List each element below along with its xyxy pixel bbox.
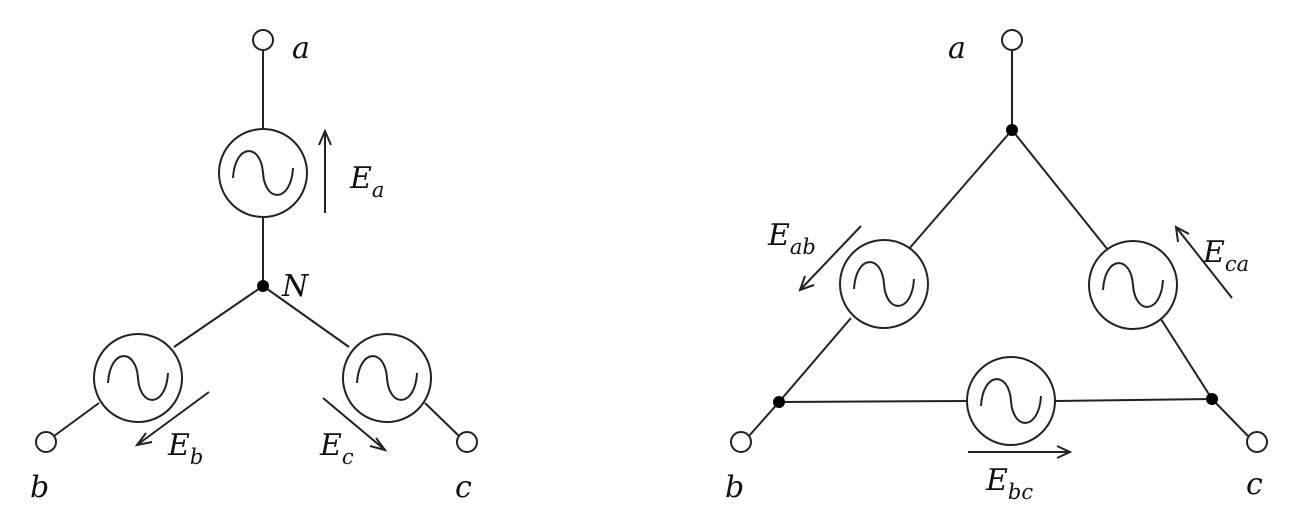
delta-emf-bc-label: Ebc xyxy=(985,463,1033,504)
star-emf-b-label: Eb xyxy=(167,428,203,469)
star-label-c: c xyxy=(455,470,472,505)
delta-arrow-bc xyxy=(968,445,1073,459)
delta-label-a: a xyxy=(948,31,966,66)
delta-terminal-a[interactable] xyxy=(1001,29,1023,51)
star-source-a xyxy=(218,128,308,218)
delta-wire-bc-left xyxy=(778,400,968,403)
star-emf-a-label: Ea xyxy=(349,161,384,202)
star-source-b xyxy=(93,333,183,423)
delta-terminal-b[interactable] xyxy=(730,431,752,453)
delta-wire-ca-lower xyxy=(1158,315,1213,400)
delta-connection: a b c Eab Eca Ebc xyxy=(725,29,1268,505)
delta-label-c: c xyxy=(1246,467,1263,502)
delta-wire-b-lead xyxy=(748,401,780,437)
delta-wire-ca-upper xyxy=(1011,129,1109,251)
star-wire-c-outer xyxy=(424,402,460,437)
star-arrow-c xyxy=(322,397,388,452)
delta-node-top xyxy=(1006,124,1018,136)
delta-label-b: b xyxy=(725,470,744,505)
delta-wire-bc-right xyxy=(1054,398,1213,402)
delta-node-left xyxy=(773,396,785,408)
delta-source-ab xyxy=(839,239,929,329)
star-connection: a N b c Ea Eb Ec xyxy=(30,29,478,505)
delta-arrow-ab xyxy=(798,225,862,292)
star-arrow-a xyxy=(318,128,332,213)
star-neutral-node xyxy=(257,280,269,292)
star-terminal-b[interactable] xyxy=(35,431,57,453)
delta-emf-ca-label: Eca xyxy=(1202,235,1249,276)
delta-terminal-c[interactable] xyxy=(1246,431,1268,453)
star-terminal-a[interactable] xyxy=(252,29,274,51)
star-emf-c-label: Ec xyxy=(319,428,354,469)
star-terminal-c[interactable] xyxy=(456,431,478,453)
star-wire-b-inner xyxy=(173,285,264,348)
star-wire-b-outer xyxy=(53,402,100,437)
delta-wire-ab-lower xyxy=(778,317,852,403)
delta-arrow-ca xyxy=(1174,225,1233,299)
star-label-b: b xyxy=(30,470,49,505)
star-wire-c-inner xyxy=(262,285,350,348)
delta-source-ca xyxy=(1088,240,1178,330)
delta-source-bc xyxy=(966,356,1056,446)
delta-node-right xyxy=(1206,393,1218,405)
delta-emf-ab-label: Eab xyxy=(767,218,816,259)
star-arrow-b xyxy=(134,391,210,447)
delta-wire-ab-upper xyxy=(907,129,1013,251)
star-label-a: a xyxy=(292,31,310,66)
star-source-c xyxy=(342,333,432,423)
star-label-neutral: N xyxy=(281,269,310,304)
delta-wire-c-lead xyxy=(1211,398,1250,438)
